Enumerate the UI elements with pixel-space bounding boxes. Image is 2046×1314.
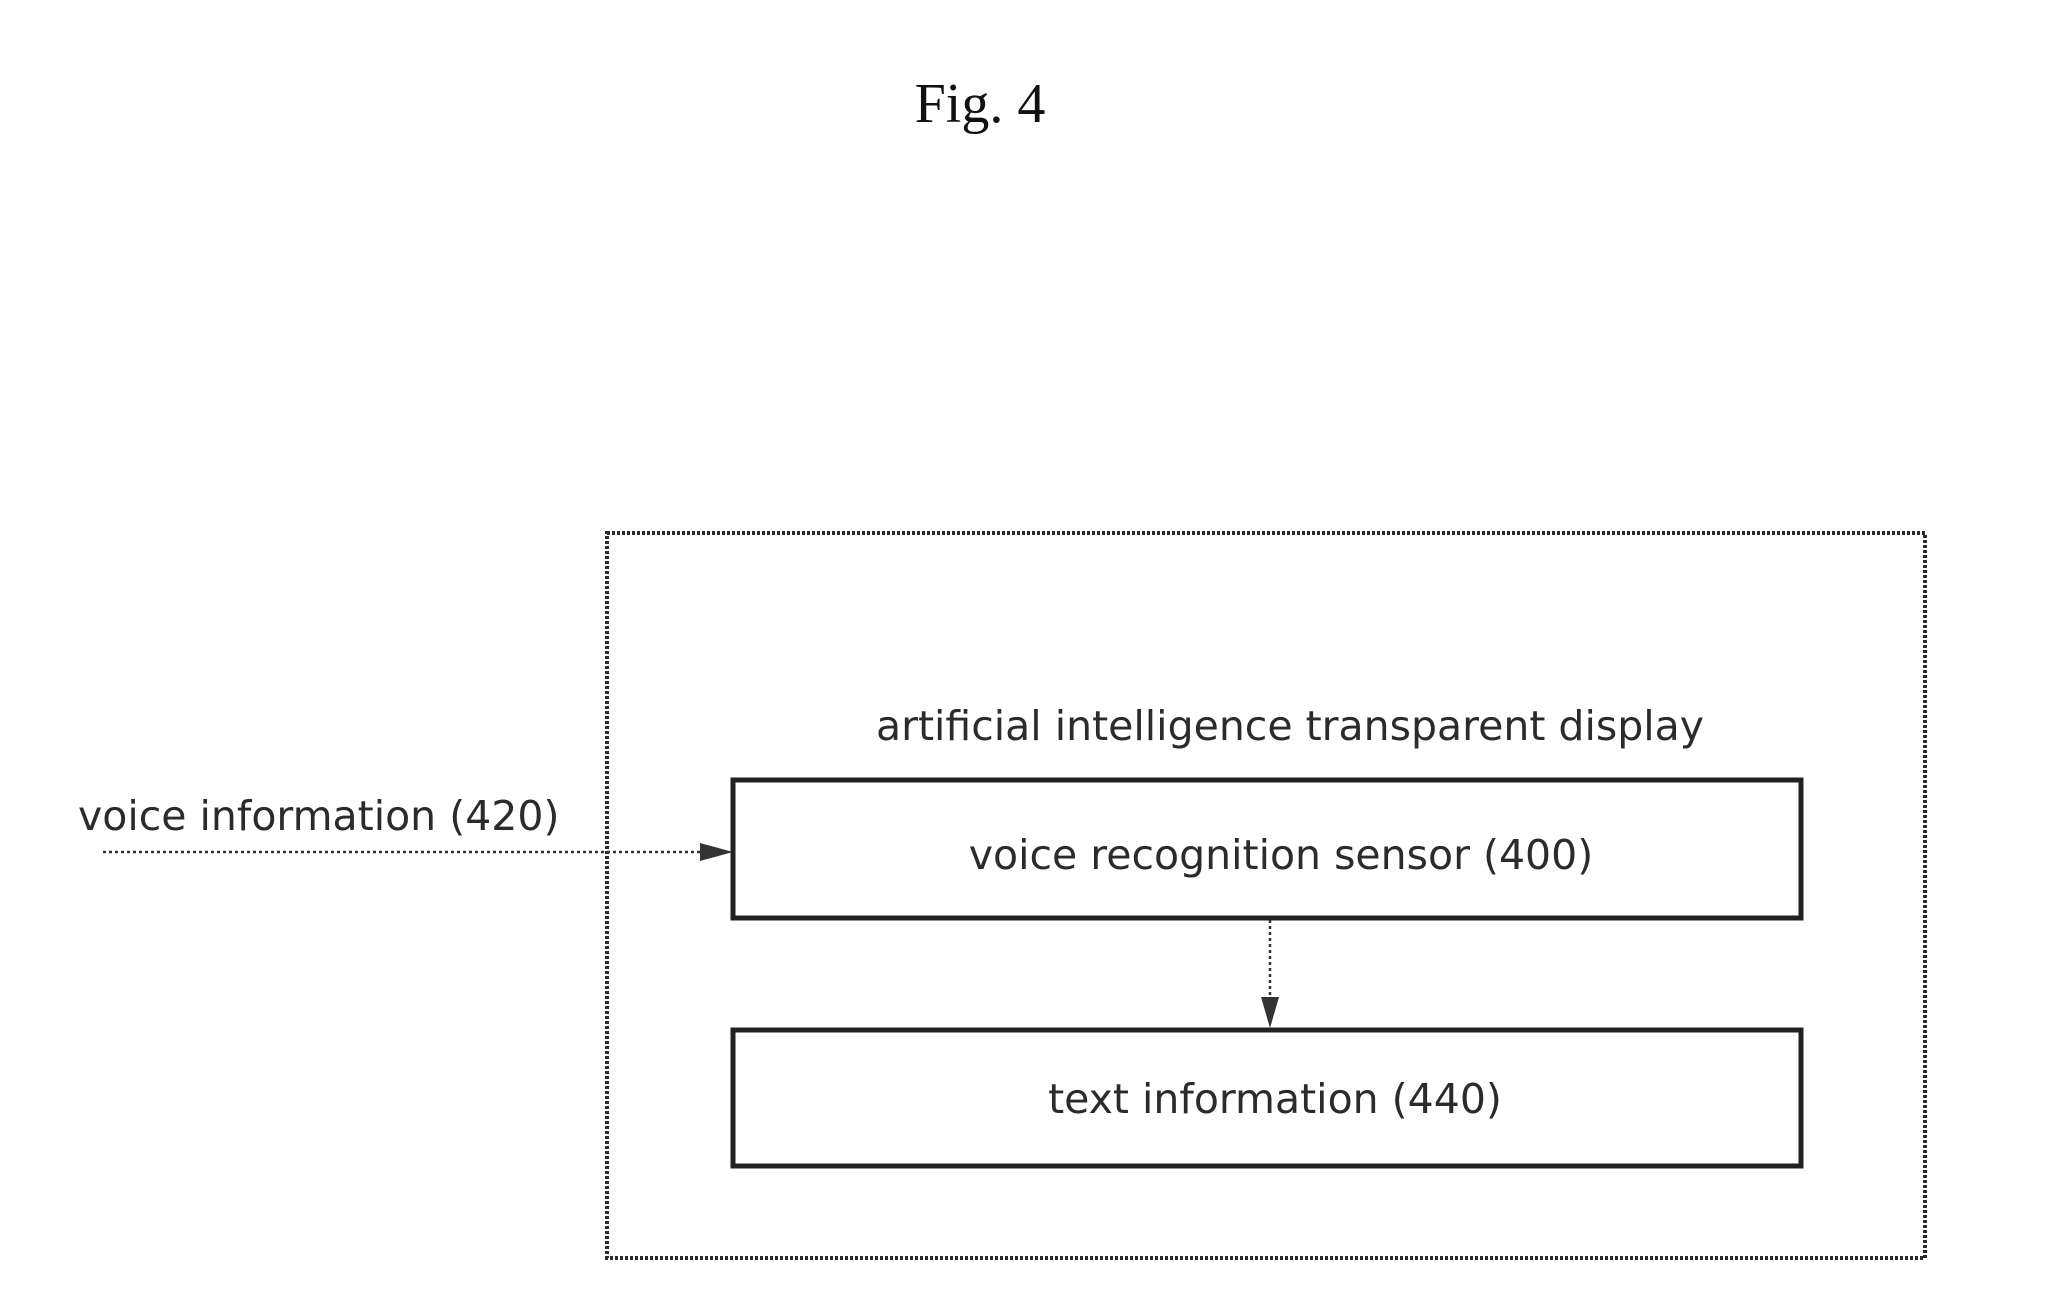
display-container-label: artificial intelligence transparent disp… — [876, 702, 1704, 750]
input-arrow-head — [700, 843, 733, 861]
text-information-label: text information (440) — [1048, 1075, 1502, 1123]
voice-information-label: voice information (420) — [78, 792, 559, 840]
sensor-to-text-arrow-head — [1261, 997, 1279, 1028]
voice-recognition-sensor-label: voice recognition sensor (400) — [969, 831, 1593, 879]
